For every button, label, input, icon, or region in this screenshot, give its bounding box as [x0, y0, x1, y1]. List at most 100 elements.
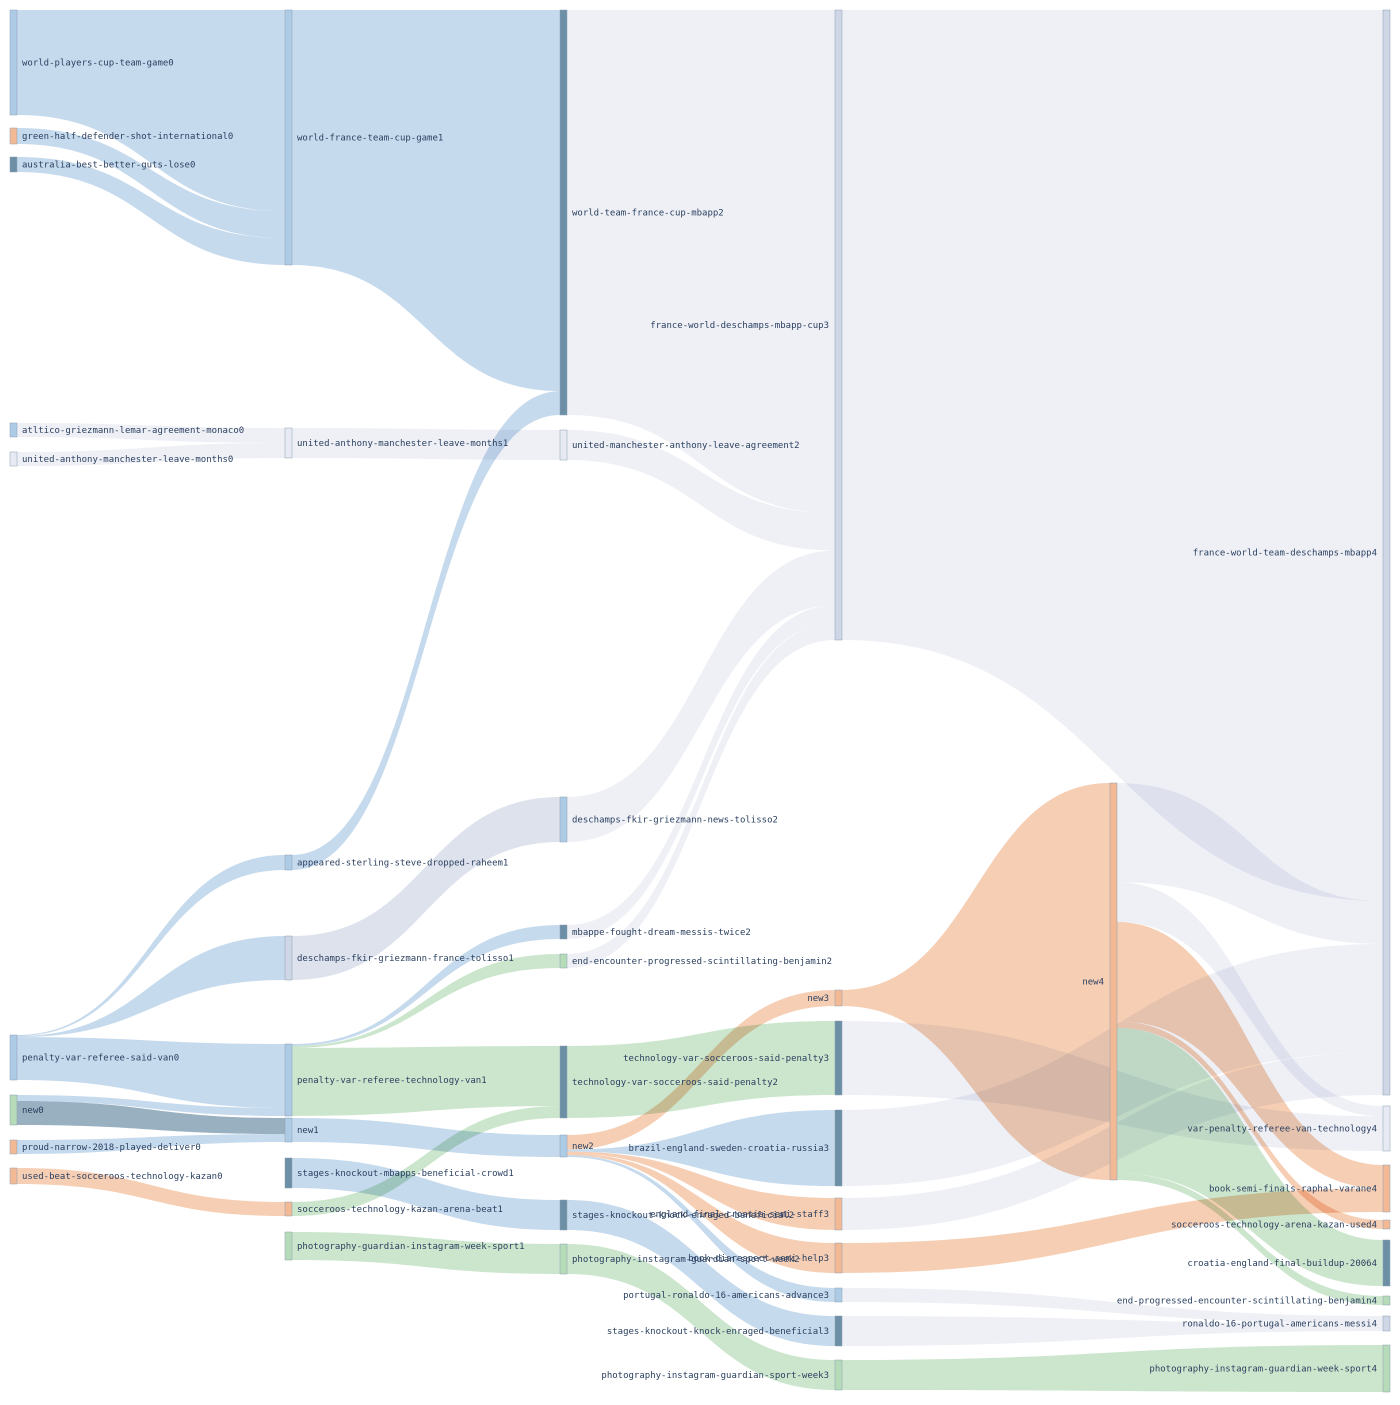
sankey-node-label: stages-knockout-knock-enraged-beneficial…	[607, 1327, 829, 1337]
sankey-node[interactable]	[559, 1243, 568, 1275]
sankey-node-label: united-anthony-manchester-leave-months0	[22, 455, 233, 465]
sankey-link	[1117, 783, 1383, 944]
sankey-node-label: green-half-defender-shot-international0	[22, 132, 233, 142]
sankey-node-label: world-team-france-cup-mbapp2	[572, 209, 724, 219]
sankey-link	[292, 1232, 560, 1274]
sankey-node[interactable]	[834, 9, 843, 641]
sankey-node-label: book-disrespect-semi-help3	[688, 1254, 829, 1264]
sankey-node[interactable]	[834, 989, 843, 1007]
sankey-node-label: used-beat-socceroos-technology-kazan0	[22, 1172, 222, 1182]
sankey-node[interactable]	[1382, 1105, 1391, 1152]
sankey-node[interactable]	[559, 1199, 568, 1231]
sankey-link	[567, 1151, 835, 1230]
links-layer	[17, 10, 1383, 1392]
sankey-node-label: penalty-var-referee-said-van0	[22, 1054, 179, 1064]
sankey-node-label: united-anthony-manchester-leave-months1	[297, 439, 508, 449]
sankey-link	[17, 128, 285, 239]
sankey-node-label: france-world-deschamps-mbapp-cup3	[650, 321, 829, 331]
sankey-link	[1117, 1021, 1383, 1229]
labels-layer: world-players-cup-team-game0 green-half-d…	[22, 59, 1377, 1382]
sankey-node[interactable]	[834, 1315, 843, 1347]
sankey-node-label: socceroos-technology-arena-kazan-used4	[1171, 1221, 1377, 1231]
sankey-node-label: technology-var-socceroos-said-penalty3	[623, 1054, 829, 1064]
sankey-node[interactable]	[284, 1117, 293, 1143]
sankey-node[interactable]	[1382, 1164, 1391, 1213]
sankey-node[interactable]	[834, 1359, 843, 1391]
sankey-node[interactable]	[9, 451, 18, 467]
sankey-node[interactable]	[834, 1287, 843, 1303]
sankey-node-label: new0	[22, 1106, 44, 1116]
sankey-link	[842, 1316, 1383, 1346]
sankey-link	[292, 797, 560, 980]
sankey-node[interactable]	[559, 429, 568, 461]
sankey-node[interactable]	[559, 924, 568, 940]
sankey-node[interactable]	[559, 9, 568, 416]
sankey-link	[292, 1106, 560, 1216]
sankey-node[interactable]	[1382, 1295, 1391, 1306]
sankey-node[interactable]	[9, 127, 18, 145]
sankey-node[interactable]	[559, 796, 568, 843]
sankey-link	[17, 157, 285, 265]
sankey-link	[567, 1244, 835, 1390]
sankey-node[interactable]	[1382, 1344, 1391, 1393]
sankey-node[interactable]	[1382, 1239, 1391, 1287]
sankey-node-label: new2	[572, 1142, 594, 1152]
sankey-node-label: france-world-team-deschamps-mbapp4	[1193, 549, 1377, 559]
sankey-link	[17, 1134, 285, 1154]
sankey-link	[1117, 1173, 1383, 1305]
sankey-node-label: england-final-croatia-semi-staff3	[650, 1210, 829, 1220]
sankey-node[interactable]	[1382, 1315, 1391, 1332]
sankey-node-label: appeared-sterling-steve-dropped-raheem1	[297, 859, 508, 869]
sankey-node[interactable]	[1382, 1219, 1391, 1230]
sankey-node-label: atltico-griezmann-lemar-agreement-monaco…	[22, 426, 244, 436]
sankey-link	[567, 990, 835, 1150]
sankey-node[interactable]	[9, 1034, 18, 1081]
sankey-node[interactable]	[284, 1157, 293, 1189]
sankey-link	[17, 1095, 285, 1116]
sankey-node[interactable]	[284, 935, 293, 981]
sankey-node-label: world-players-cup-team-game0	[22, 59, 174, 69]
sankey-node[interactable]	[9, 1139, 18, 1155]
sankey-node-label: photography-instagram-guardian-week-spor…	[1149, 1365, 1377, 1375]
sankey-link	[292, 954, 560, 1048]
sankey-node-label: book-semi-finals-raphal-varane4	[1209, 1185, 1377, 1195]
sankey-node[interactable]	[1382, 9, 1391, 1096]
sankey-node-label: technology-var-socceroos-said-penalty2	[572, 1078, 778, 1088]
sankey-node-label: deschamps-fkir-griezmann-news-tolisso2	[572, 816, 778, 826]
sankey-link	[292, 391, 560, 870]
sankey-node[interactable]	[284, 1231, 293, 1261]
sankey-node[interactable]	[834, 1242, 843, 1274]
sankey-node[interactable]	[559, 1134, 568, 1158]
sankey-node[interactable]	[834, 1197, 843, 1231]
sankey-node[interactable]	[559, 953, 568, 969]
sankey-node-label: ronaldo-16-portugal-americans-messi4	[1182, 1320, 1377, 1330]
sankey-node[interactable]	[284, 854, 293, 871]
sankey-node[interactable]	[284, 427, 293, 459]
sankey-link	[567, 1155, 835, 1302]
sankey-node[interactable]	[834, 1020, 843, 1096]
sankey-node[interactable]	[9, 9, 18, 116]
sankey-link	[842, 1345, 1383, 1392]
sankey-node[interactable]	[9, 156, 18, 173]
sankey-link	[292, 1118, 560, 1157]
sankey-link	[17, 1168, 285, 1216]
sankey-node[interactable]	[834, 1109, 843, 1187]
sankey-node[interactable]	[284, 9, 293, 266]
sankey-node[interactable]	[9, 422, 18, 438]
sankey-link	[17, 855, 285, 1037]
sankey-node-label: photography-guardian-instagram-week-spor…	[297, 1242, 525, 1252]
sankey-link	[567, 605, 835, 939]
sankey-link	[567, 622, 835, 968]
sankey-node[interactable]	[559, 1045, 568, 1119]
sankey-node[interactable]	[9, 1167, 18, 1185]
sankey-link	[17, 443, 285, 466]
sankey-node[interactable]	[9, 1094, 18, 1126]
sankey-node[interactable]	[284, 1043, 293, 1117]
sankey-link	[1117, 921, 1383, 1189]
sankey-node[interactable]	[284, 1201, 293, 1217]
sankey-node-label: socceroos-technology-kazan-arena-beat1	[297, 1205, 503, 1215]
sankey-node[interactable]	[1109, 782, 1118, 1181]
sankey-node-label: stages-knockout-knock-enraged-beneficial…	[572, 1211, 794, 1221]
